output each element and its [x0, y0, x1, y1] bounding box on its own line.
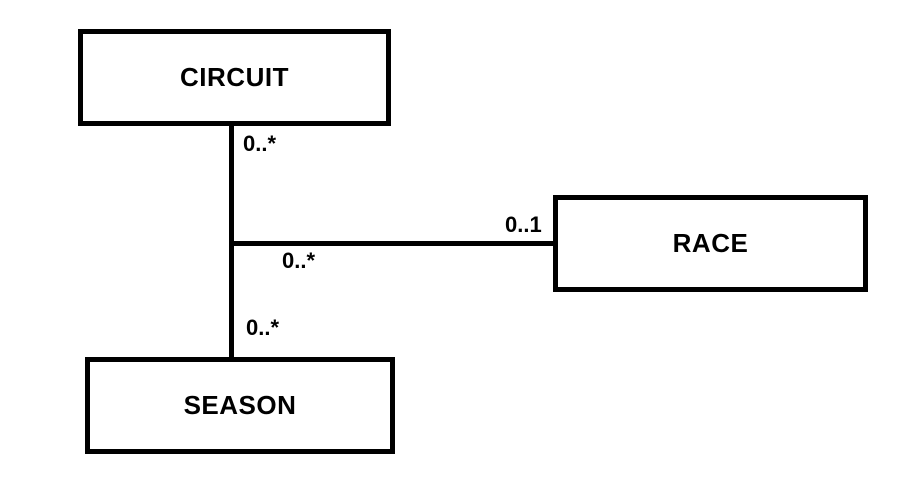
entity-label-season: SEASON — [183, 390, 297, 420]
connector-circuit-season — [229, 124, 234, 357]
multiplicity-season-end: 0..* — [246, 315, 280, 340]
multiplicity-race-end: 0..1 — [505, 212, 542, 237]
entity-box-circuit: CIRCUIT — [78, 29, 391, 126]
connector-junction-race — [231, 241, 553, 246]
multiplicity-circuit-end: 0..* — [243, 131, 277, 156]
multiplicity-junction: 0..* — [282, 248, 316, 273]
entity-box-race: RACE — [553, 195, 868, 292]
entity-label-circuit: CIRCUIT — [180, 62, 289, 92]
entity-label-race: RACE — [672, 228, 749, 258]
entity-box-season: SEASON — [85, 357, 395, 454]
